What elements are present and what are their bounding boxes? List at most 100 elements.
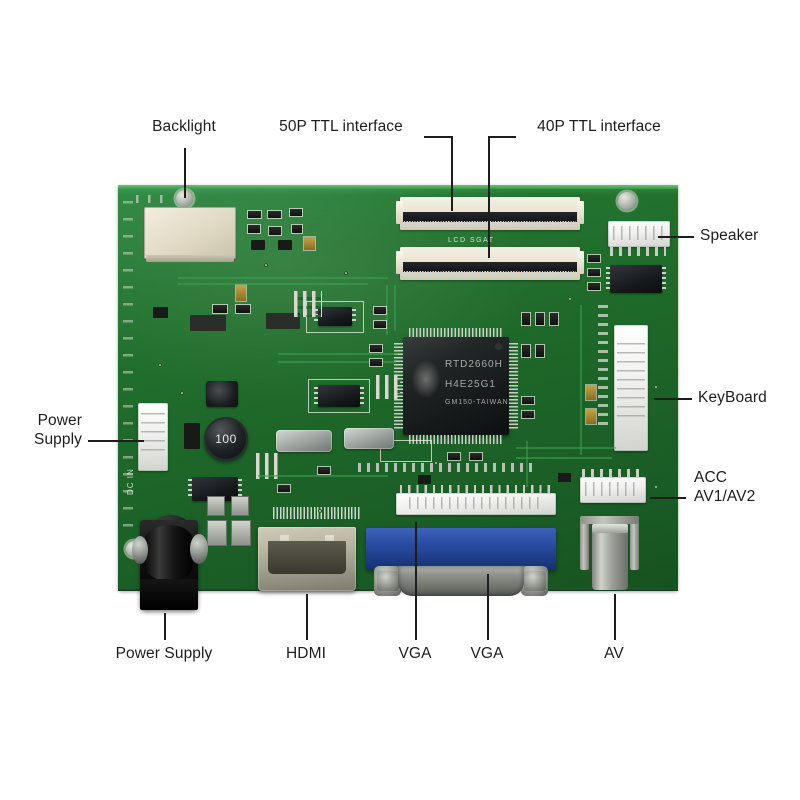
via-5 <box>158 363 162 367</box>
mosfet-m3si-1 <box>190 315 226 331</box>
vga-header-slots <box>408 496 544 510</box>
keyboard-connector <box>614 325 648 451</box>
trace-8 <box>386 285 388 335</box>
main-controller-chip: RTD2660H H4E25G1 GM150-TAIWAN <box>394 328 518 444</box>
ffc-ear-right <box>577 200 584 225</box>
resistor-g <box>550 313 558 325</box>
trace-7 <box>516 457 612 459</box>
resistor-bl-4 <box>248 225 260 233</box>
av-connector <box>592 524 628 590</box>
callout-backlight: Backlight <box>152 118 216 135</box>
vga-screw-right-head <box>523 570 547 592</box>
resistor-k <box>522 411 534 418</box>
trace-1 <box>178 277 388 279</box>
crystal-oscillator-2 <box>344 428 394 449</box>
resistor-bl-6 <box>292 225 302 233</box>
trace-9 <box>394 285 396 331</box>
leader-speaker <box>658 236 694 238</box>
dc-power-jack <box>140 520 198 610</box>
silkscreen-ttl-label: LCD SGAT <box>448 237 495 244</box>
ffc-slot <box>403 212 577 223</box>
callout-power-supply-bottom: Power Supply <box>115 645 213 662</box>
leader-keyboard <box>654 398 692 400</box>
resistor-bl-5 <box>269 227 281 235</box>
backlight-connector-lip <box>146 255 234 262</box>
callout-acc-av: ACC AV1/AV2 <box>694 469 756 505</box>
power-inductor: 100 <box>204 417 248 461</box>
silk-outline-3 <box>380 440 432 462</box>
vga-screw-left-head <box>376 570 400 592</box>
acc-av-connector-slots <box>585 481 641 497</box>
right-pad-row <box>598 305 608 425</box>
mlcc-1 <box>208 521 226 545</box>
callout-ttl-40p: 40P TTL interface <box>537 118 661 135</box>
leader-ttl40-horizontal <box>488 136 516 138</box>
tantalum-cap-2 <box>236 285 246 301</box>
silkscreen-dc-in: DC IN <box>126 468 135 495</box>
resistor-spk-3 <box>588 283 600 290</box>
soic-pins-right <box>662 267 666 291</box>
leader-backlight <box>184 148 186 198</box>
via-9 <box>654 485 658 489</box>
pwm-pins-right <box>238 479 242 499</box>
resistor-c <box>370 345 382 352</box>
leader-ttl40-vertical <box>488 136 490 258</box>
pad-grid-3 <box>256 453 282 479</box>
left-via-column <box>123 201 133 531</box>
board-top-edge <box>118 185 678 189</box>
silk-outline-1 <box>306 301 364 333</box>
speaker-connector-pins <box>610 247 666 256</box>
via-2 <box>344 271 348 275</box>
pwm-pins-left <box>188 479 192 499</box>
leader-hdmi <box>306 594 308 640</box>
vga-connector <box>366 528 556 596</box>
leader-acc <box>650 497 686 499</box>
backlight-connector <box>144 207 236 259</box>
flash-pins-left <box>314 387 318 405</box>
resistor-spk-1 <box>588 255 600 262</box>
callout-ttl-50p: 50P TTL interface <box>279 118 403 135</box>
ttl-50p-connector <box>396 197 584 230</box>
resistor-a <box>374 307 386 314</box>
tantalum-cap-3 <box>586 385 596 400</box>
ffc-ear-left <box>396 200 403 225</box>
resistor-bl-3 <box>290 209 302 216</box>
leader-power-left <box>88 440 144 442</box>
acc-av-connector <box>580 477 646 503</box>
vga-header-pins <box>400 485 552 493</box>
trace-6 <box>516 447 616 449</box>
callout-keyboard: KeyBoard <box>698 389 767 406</box>
mosfet-m3si-2 <box>266 313 300 329</box>
vga-pin-header <box>396 493 556 515</box>
resistor-f <box>536 313 544 325</box>
leader-vga-left <box>415 522 417 640</box>
qfp-pin1-dot <box>495 343 502 350</box>
hdmi-solder-pins <box>273 507 361 519</box>
soic-pins-left <box>606 267 610 291</box>
callout-power-supply-left: Power Supply <box>34 412 82 448</box>
leader-ttl50-horizontal <box>424 136 452 138</box>
ffc-pin-row-2 <box>404 271 576 278</box>
via-6 <box>180 391 184 395</box>
resistor-j <box>522 397 534 404</box>
resistor-e <box>522 313 530 325</box>
acc-av-connector-pins <box>582 469 642 477</box>
mlcc-4 <box>232 497 248 515</box>
pad-grid-1 <box>294 291 322 317</box>
tantalum-cap-bl <box>304 237 315 250</box>
trace-11 <box>580 305 582 455</box>
mlcc-2 <box>232 521 250 545</box>
chip-marking-line1: RTD2660H <box>445 359 503 370</box>
trace-2 <box>178 283 368 285</box>
mounting-hole-topright <box>618 192 636 210</box>
trace-4 <box>278 361 396 363</box>
vga-shell <box>398 566 524 596</box>
flash-memory-ic <box>314 385 364 407</box>
dc-jack-barrel <box>144 525 194 582</box>
silk-outline-2 <box>308 379 370 413</box>
av-bracket-top <box>580 516 639 524</box>
chip-marking-line2: H4E25G1 <box>445 379 496 390</box>
ffc-ear-left-2 <box>396 250 403 275</box>
resistor-b <box>374 321 386 328</box>
